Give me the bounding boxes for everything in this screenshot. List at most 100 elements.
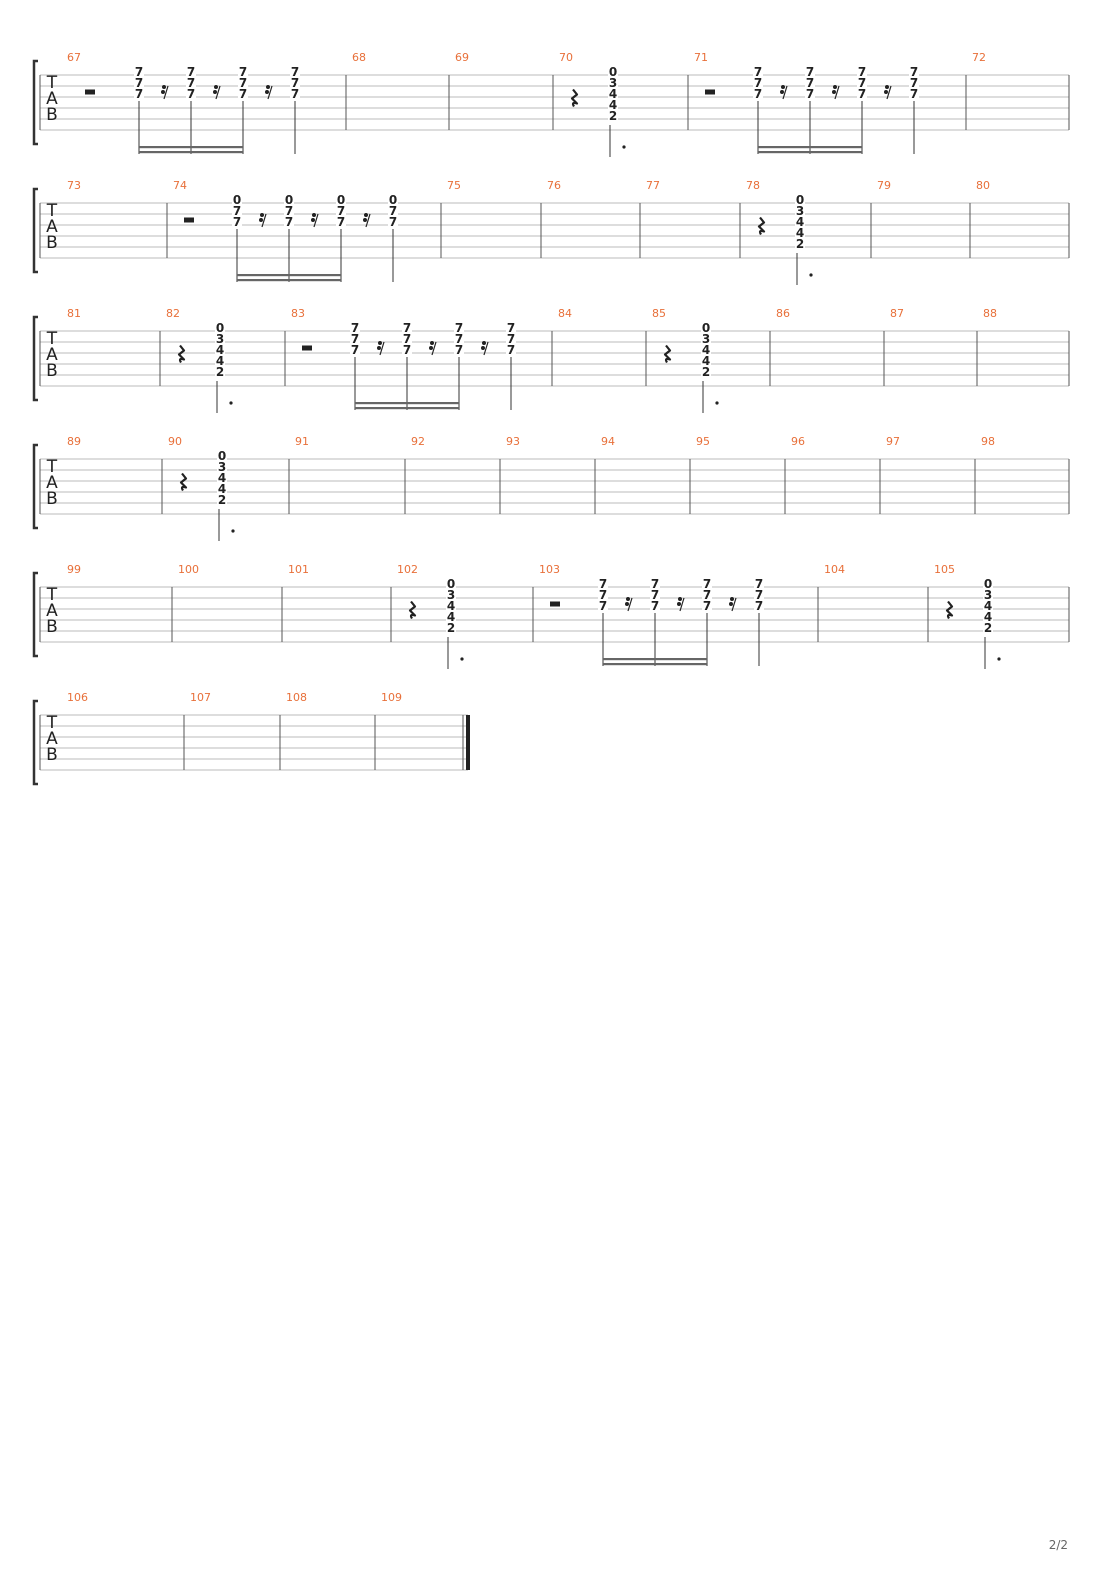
fret-number: 7	[239, 76, 247, 90]
measure: 106	[67, 691, 88, 704]
fret-number: 7	[806, 87, 814, 101]
beam	[603, 658, 707, 666]
chord: 777	[238, 65, 248, 101]
fret-number: 7	[403, 343, 411, 357]
fret-number: 3	[796, 204, 804, 218]
measure-number: 109	[381, 691, 402, 704]
fret-number: 7	[187, 76, 195, 90]
measure-number: 90	[168, 435, 182, 448]
system-bracket	[32, 59, 38, 146]
fret-number: 7	[599, 599, 607, 613]
tab-clef-letter: A	[46, 473, 58, 493]
sixteenth-rest-icon	[377, 341, 385, 356]
measure: 92	[411, 435, 425, 448]
tab-clef-letter: A	[46, 601, 58, 621]
measure: 98	[981, 435, 995, 448]
measure-number: 103	[539, 563, 560, 576]
chord: 777	[402, 321, 412, 357]
measure: 91	[295, 435, 309, 448]
measure-number: 105	[934, 563, 955, 576]
quarter-rest-icon	[570, 88, 579, 108]
fret-number: 7	[703, 599, 711, 613]
chord: 777	[290, 65, 300, 101]
measure: 79	[877, 179, 891, 192]
sixteenth-rest-icon	[625, 597, 633, 612]
fret-number: 4	[609, 87, 617, 101]
measure: 81	[67, 307, 81, 320]
measure: 99	[67, 563, 81, 576]
measure-number: 92	[411, 435, 425, 448]
measure-number: 100	[178, 563, 199, 576]
measure-number: 81	[67, 307, 81, 320]
fret-number: 7	[187, 87, 195, 101]
measure-number: 93	[506, 435, 520, 448]
chord: 077	[284, 193, 294, 229]
fret-number: 0	[702, 321, 710, 335]
measure: 108	[286, 691, 307, 704]
fret-number: 7	[507, 343, 515, 357]
chord: 777	[857, 65, 867, 101]
fret-number: 0	[984, 577, 992, 591]
sixteenth-rest-icon	[832, 85, 840, 100]
chord: 777	[754, 577, 764, 613]
measure-number: 87	[890, 307, 904, 320]
measure-number: 73	[67, 179, 81, 192]
fret-number: 7	[233, 215, 241, 229]
sixteenth-rest-icon	[259, 213, 267, 228]
beam	[237, 274, 341, 282]
sixteenth-rest-icon	[780, 85, 788, 100]
fret-number: 7	[233, 204, 241, 218]
chord: 777	[909, 65, 919, 101]
tab-clef-letter: T	[46, 457, 58, 477]
fret-number: 7	[507, 321, 515, 335]
fret-number: 7	[651, 588, 659, 602]
tab-clef-letter: B	[46, 489, 58, 509]
measure-number: 104	[824, 563, 845, 576]
fret-number: 7	[703, 588, 711, 602]
measure: 80	[976, 179, 990, 192]
half-rest-icon	[705, 89, 715, 95]
fret-number: 7	[507, 332, 515, 346]
system-bracket	[32, 699, 38, 786]
measure: 94	[601, 435, 615, 448]
fret-number: 7	[135, 87, 143, 101]
fret-number: 7	[910, 65, 918, 79]
measure: 72	[972, 51, 986, 64]
tab-clef-letter: T	[46, 329, 58, 349]
measure: 93	[506, 435, 520, 448]
fret-number: 4	[218, 471, 226, 485]
chord: 777	[134, 65, 144, 101]
fret-number: 4	[796, 215, 804, 229]
fret-number: 7	[806, 65, 814, 79]
beam	[139, 146, 243, 154]
fret-number: 7	[858, 87, 866, 101]
tab-clef-letter: B	[46, 745, 58, 765]
measure: 96	[791, 435, 805, 448]
dot-icon	[809, 273, 813, 277]
measure-number: 69	[455, 51, 469, 64]
quarter-rest-icon	[408, 600, 417, 620]
measure-number: 75	[447, 179, 461, 192]
fret-number: 7	[403, 321, 411, 335]
measure-number: 68	[352, 51, 366, 64]
fret-number: 7	[754, 76, 762, 90]
measure-number: 78	[746, 179, 760, 192]
measure-number: 82	[166, 307, 180, 320]
fret-number: 7	[599, 588, 607, 602]
system-bracket	[32, 443, 38, 530]
fret-number: 7	[351, 332, 359, 346]
fret-number: 7	[754, 87, 762, 101]
fret-number: 7	[755, 588, 763, 602]
chord: 077	[388, 193, 398, 229]
chord: 077	[336, 193, 346, 229]
fret-number: 7	[858, 65, 866, 79]
measure: 75	[447, 179, 461, 192]
